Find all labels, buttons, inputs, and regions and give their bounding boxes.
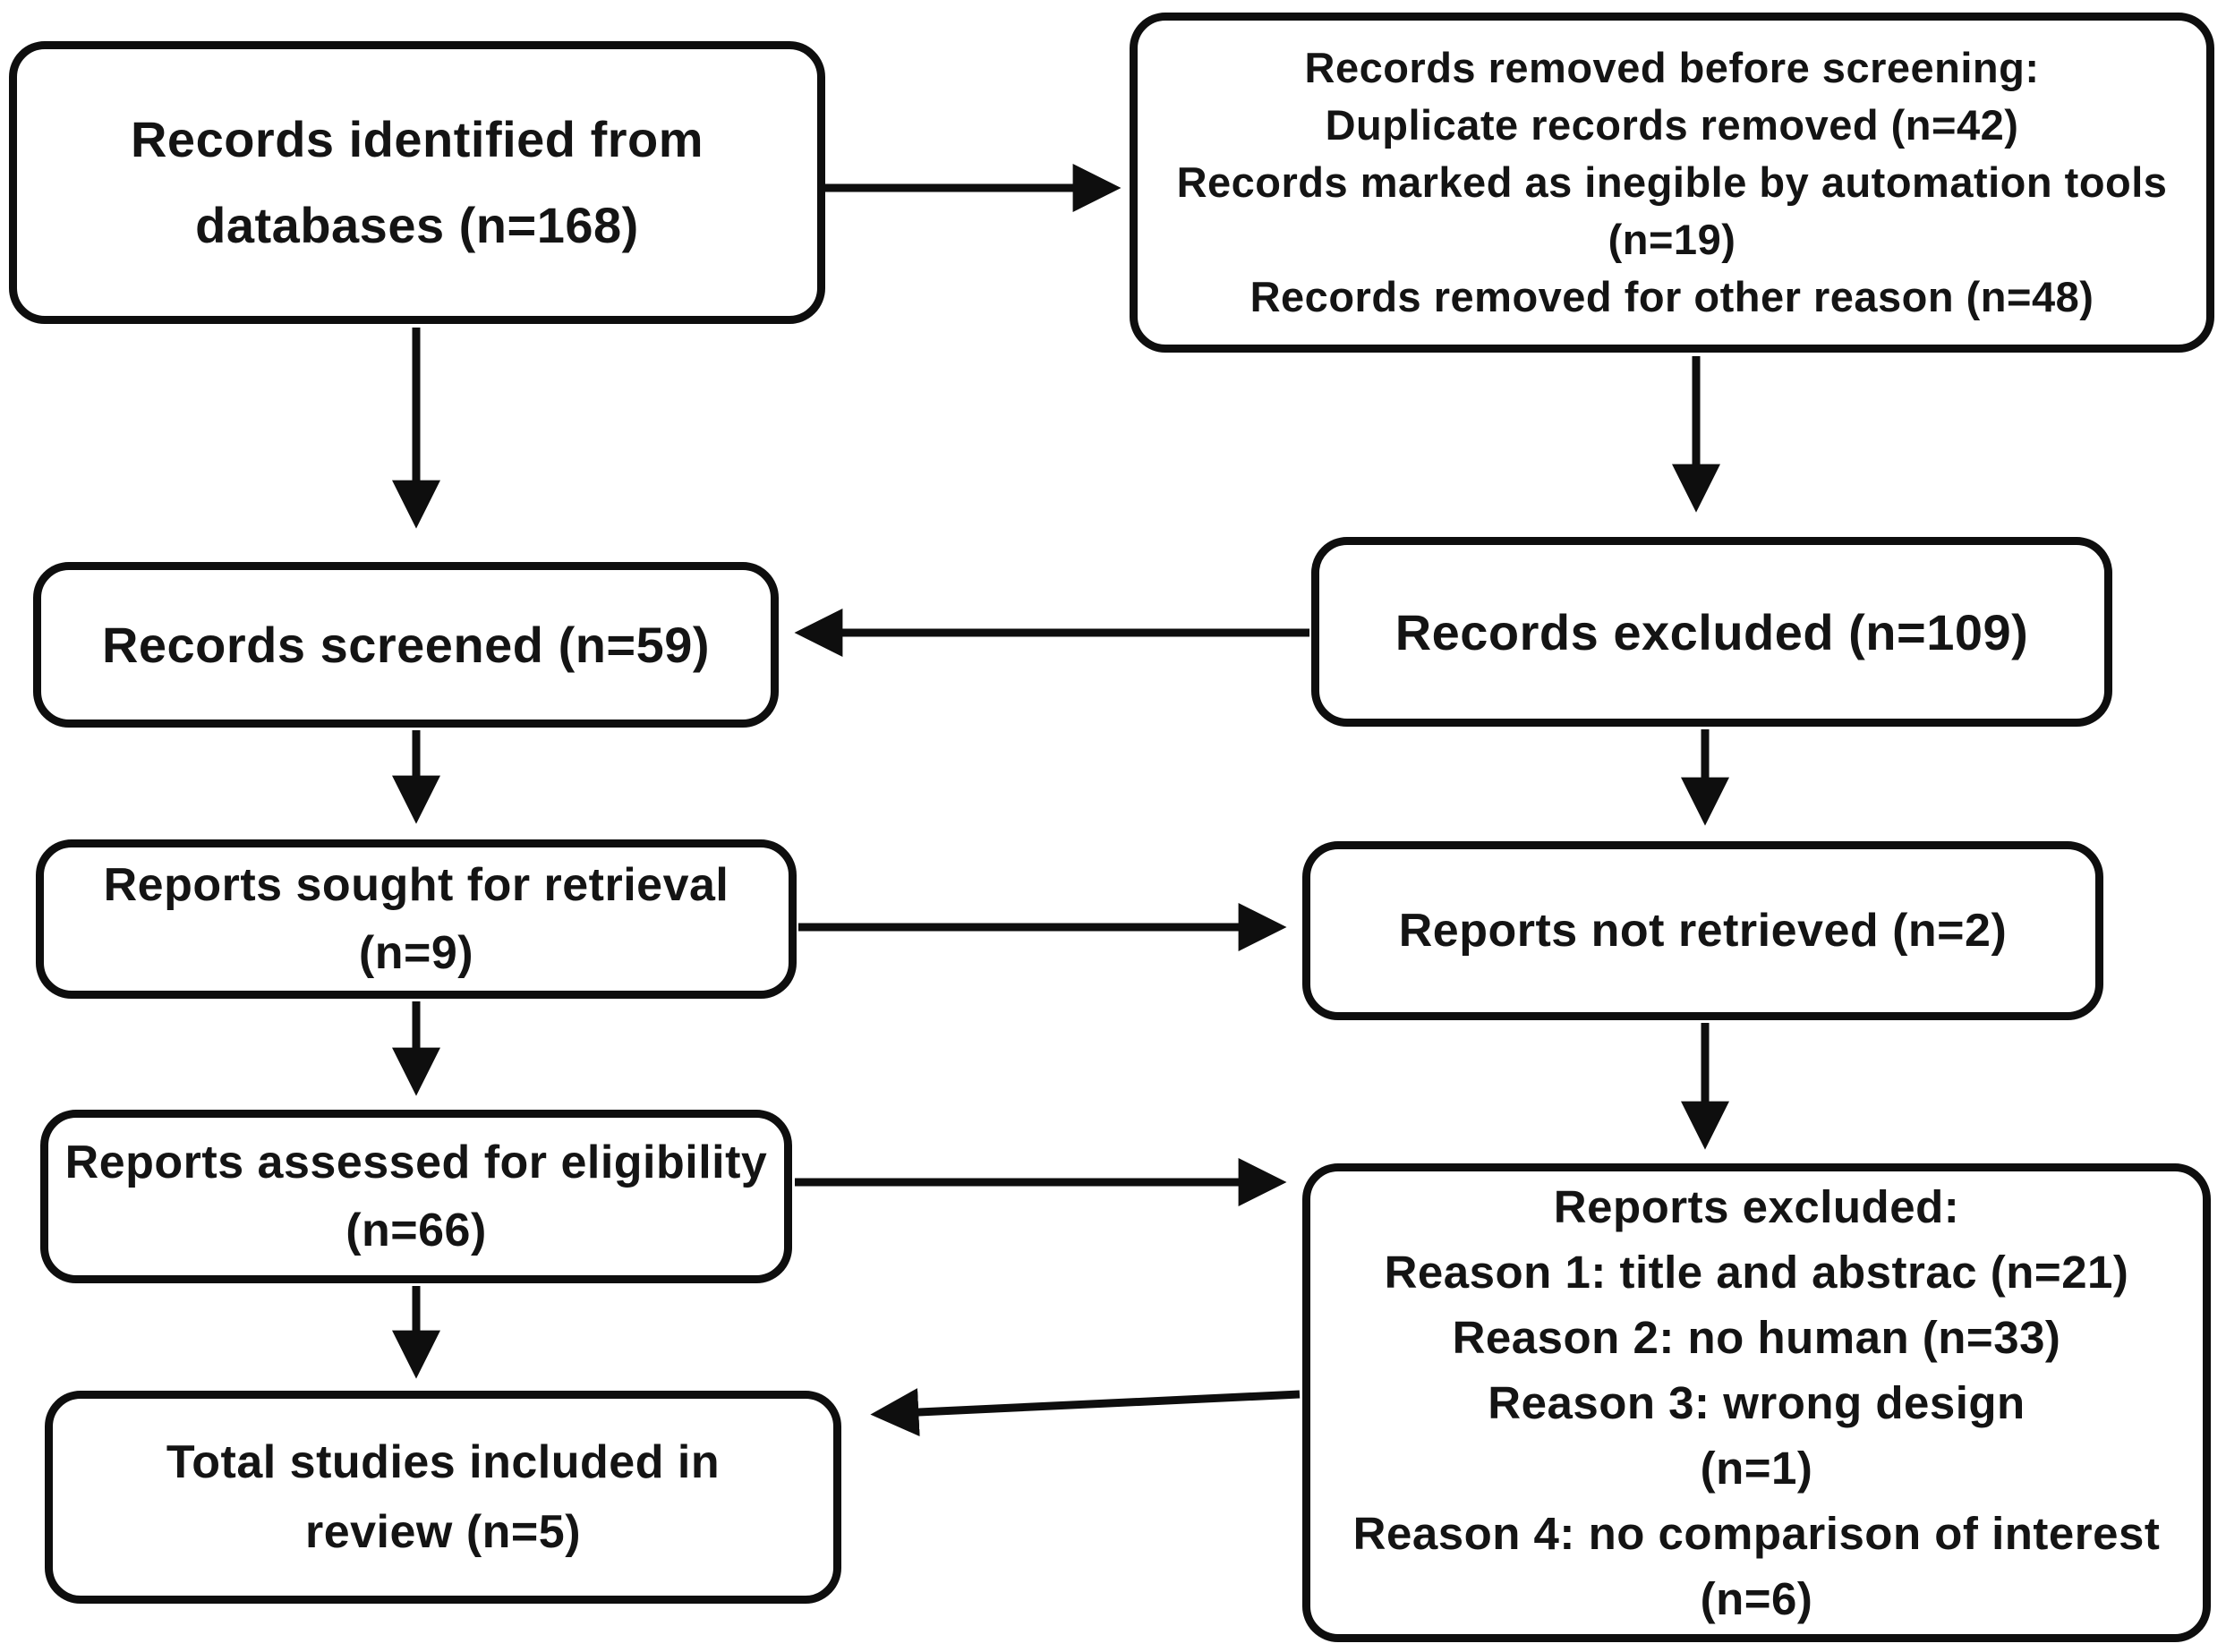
box-text-line: Reports sought for retrieval bbox=[103, 859, 729, 911]
box-text-line: Reports assessed for eligibility bbox=[64, 1137, 768, 1188]
box-text-line: Reason 4: no comparison of interest bbox=[1352, 1508, 2161, 1559]
box-text-line: (n=9) bbox=[358, 927, 474, 979]
box-reports-excluded: Reports excluded: Reason 1: title and ab… bbox=[1302, 1163, 2211, 1642]
box-text-line: Reason 2: no human (n=33) bbox=[1452, 1312, 2061, 1363]
box-records-removed: Records removed before screening: Duplic… bbox=[1130, 13, 2214, 353]
box-text-line: Reason 3: wrong design bbox=[1488, 1377, 2026, 1428]
box-text-line: (n=6) bbox=[1700, 1573, 1813, 1624]
box-text-line: Duplicate records removed (n=42) bbox=[1325, 101, 2019, 149]
box-text-line: Records removed before screening: bbox=[1304, 44, 2040, 91]
arrow-excludedreports-to-included bbox=[870, 1388, 1301, 1437]
box-text-line: Reports not retrieved (n=2) bbox=[1398, 905, 2008, 957]
box-text-line: review (n=5) bbox=[304, 1506, 582, 1558]
box-text-line: (n=66) bbox=[345, 1205, 487, 1256]
box-text-line: Total studies included in bbox=[166, 1436, 721, 1488]
box-text-line: Reason 1: title and abstrac (n=21) bbox=[1384, 1247, 2129, 1298]
box-text-line: Records removed for other reason (n=48) bbox=[1249, 273, 2094, 320]
box-text-line: (n=1) bbox=[1700, 1443, 1813, 1494]
box-text-line: Records excluded (n=109) bbox=[1394, 603, 2029, 660]
box-reports-sought: Reports sought for retrieval (n=9) bbox=[36, 839, 797, 999]
box-reports-assessed: Reports assessed for eligibility (n=66) bbox=[40, 1110, 792, 1283]
box-text-line: Records marked as inegible by automation… bbox=[1176, 158, 2168, 206]
box-text-line: (n=19) bbox=[1608, 216, 1736, 263]
box-records-identified: Records identified from databases (n=168… bbox=[9, 41, 825, 324]
box-text-line: Records identified from bbox=[130, 111, 704, 167]
box-text-line: databases (n=168) bbox=[195, 197, 639, 253]
box-text-line: Reports excluded: bbox=[1553, 1181, 1960, 1232]
box-text-line: Records screened (n=59) bbox=[101, 617, 711, 673]
box-reports-not-retrieved: Reports not retrieved (n=2) bbox=[1302, 841, 2103, 1020]
box-records-excluded: Records excluded (n=109) bbox=[1311, 537, 2112, 727]
box-studies-included: Total studies included in review (n=5) bbox=[45, 1391, 841, 1604]
box-records-screened: Records screened (n=59) bbox=[33, 562, 779, 728]
